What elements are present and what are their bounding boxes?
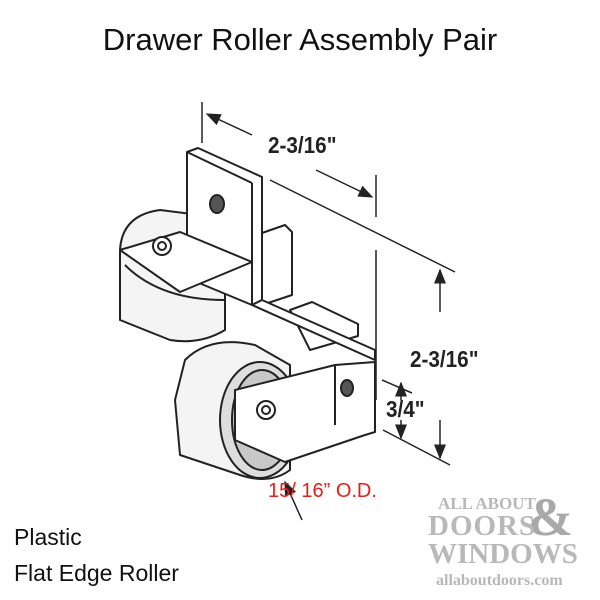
logo-line2: DOORS [428,510,537,542]
upper-mount-hole [209,194,225,214]
lower-vertical-plate [234,361,376,463]
height-dimension-label: 2-3/16" [410,346,479,372]
logo-ampersand: & [528,487,573,547]
lower-horizontal-plate [251,299,376,361]
logo-line1: ALL ABOUT [438,494,536,513]
lower-mount-hole [340,379,354,397]
material-label: Plastic [14,524,82,550]
width-dimension-label: 2-3/16" [268,132,337,158]
upper-back-plate [261,224,293,306]
roller-type-label: Flat Edge Roller [14,560,179,586]
brand-logo-watermark: & ALL ABOUT DOORS WINDOWS allaboutdoors.… [428,487,588,594]
roller-diameter-label: 15/ 16” O.D. [268,480,377,502]
logo-url: allaboutdoors.com [436,572,563,589]
offset-dimension-label: 3/4" [386,396,425,422]
diagram-title: Drawer Roller Assembly Pair [102,22,498,57]
dimension-lines [201,102,456,521]
logo-line3: WINDOWS [428,538,578,570]
